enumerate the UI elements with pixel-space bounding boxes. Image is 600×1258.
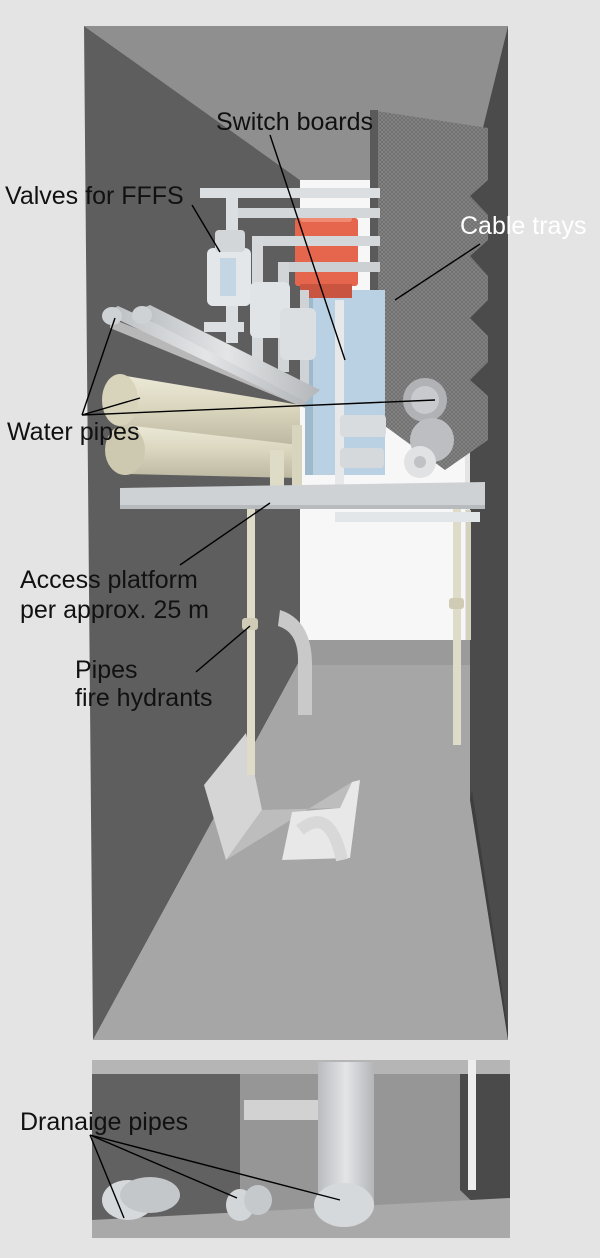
- leader-hydrants: [195, 625, 251, 673]
- drainage-pipe-mid-2: [244, 1185, 272, 1215]
- leader-drainage-1: [89, 1134, 125, 1219]
- leader-valves: [191, 204, 221, 253]
- tunnel-right-ledge: [470, 790, 508, 1040]
- hydrant-pipe-right-2: [466, 510, 471, 640]
- leader-water-pipes-3: [81, 399, 436, 416]
- round-pipe-3-inner: [414, 456, 426, 468]
- switch-boards: [295, 214, 358, 298]
- valve-4: [215, 230, 245, 252]
- water-pipe-large-2-end: [105, 425, 145, 475]
- water-pipe-large-2: [125, 425, 300, 478]
- label-drainage-pipes: Dranaige pipes: [20, 1108, 188, 1136]
- label-access-platform-2: per approx. 25 m: [20, 596, 209, 624]
- switch-board-box: [295, 218, 358, 286]
- leader-water-pipes-1: [81, 317, 116, 416]
- bench-curve: [296, 816, 348, 862]
- leader-drainage-2: [89, 1134, 238, 1199]
- fffs-drop-cabinet: [335, 300, 344, 485]
- label-cable-trays: Cable trays: [460, 212, 586, 240]
- hydrant-pipe-left-joint: [242, 618, 258, 630]
- cabinet-fitting-1: [340, 415, 386, 437]
- water-pipe-small-1-end: [102, 307, 122, 325]
- drainage-bench: [244, 1100, 324, 1120]
- fffs-branch-1: [204, 322, 244, 332]
- water-pipe-small-1: [104, 306, 308, 404]
- valve-1-window: [220, 258, 236, 296]
- label-valves: Valves for FFFS: [5, 182, 184, 210]
- water-pipe-small-2: [134, 305, 320, 402]
- platform-pipe-under: [335, 512, 480, 522]
- leader-cable-trays: [394, 243, 481, 301]
- hydrant-pipe-right-joint: [449, 598, 464, 609]
- access-platform: [120, 482, 485, 522]
- switch-board-base: [300, 284, 352, 298]
- drainage-section: [92, 1060, 510, 1238]
- fffs-pipe-lower: [285, 262, 380, 272]
- drainage-right-gap: [468, 1060, 476, 1190]
- cable-tray-stack: [370, 110, 488, 470]
- label-switch-boards: Switch boards: [216, 108, 373, 136]
- cable-side-pipes: [340, 378, 454, 478]
- water-pipe-small-2-end: [132, 306, 152, 324]
- leader-switch-boards: [269, 134, 346, 361]
- leader-lines: [81, 134, 481, 1219]
- fffs-pipe-low: [262, 236, 380, 246]
- pipe-shelf: [110, 318, 305, 408]
- bench-seat: [226, 782, 352, 860]
- platform-edge: [120, 505, 485, 509]
- label-access-platform-1: Access platform: [20, 566, 198, 594]
- water-pipe-elbow: [270, 450, 284, 488]
- drainage-top-band: [92, 1060, 510, 1074]
- leader-access-platform: [179, 502, 271, 566]
- platform-deck: [120, 482, 485, 508]
- label-hydrants-1: Pipes: [75, 656, 138, 684]
- label-water-pipes: Water pipes: [7, 418, 139, 446]
- drainage-pipe-large-end: [314, 1183, 374, 1227]
- tunnel-far-wall: [300, 640, 470, 665]
- water-pipe-elbow-2: [292, 425, 302, 495]
- distant-arch-pipe: [278, 610, 312, 715]
- drainage-pipe-left-shadow: [120, 1177, 180, 1213]
- hydrant-pipe-right: [453, 505, 461, 745]
- cabinet-fitting-2: [340, 448, 384, 468]
- leader-drainage-3: [89, 1134, 341, 1201]
- valve-3: [280, 308, 316, 360]
- label-hydrants-2: fire hydrants: [75, 684, 213, 712]
- leader-water-pipes-2: [81, 397, 141, 416]
- hydrant-pipe-left: [247, 505, 255, 775]
- drainage-floor: [92, 1198, 510, 1238]
- fffs-pipe-mid: [232, 208, 380, 218]
- fffs-valves: [207, 230, 316, 360]
- control-cabinet: [305, 290, 385, 475]
